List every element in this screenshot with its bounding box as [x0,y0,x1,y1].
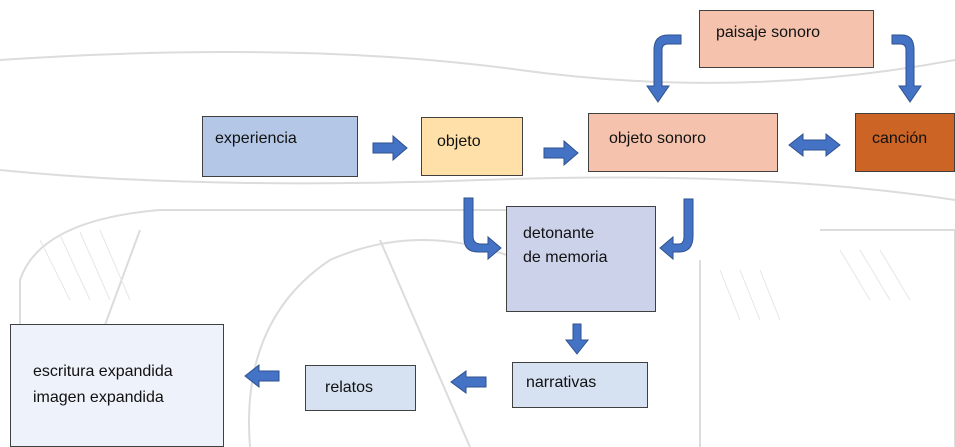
node-escritura-line-1: escritura expandida [33,363,173,380]
arrow-paisaje-to-objeto-sonoro [646,34,682,103]
node-objeto: objeto [421,117,523,176]
node-objeto-sonoro-label: objeto sonoro [609,130,706,147]
node-objeto-label: objeto [437,133,481,150]
node-cancion-label: canción [872,130,928,147]
node-escritura-line-2: imagen expandida [33,389,164,406]
arrow-narrativas-to-relatos [450,370,487,394]
node-paisaje-sonoro-label: paisaje sonoro [716,24,821,41]
arrow-objeto-to-detonante [463,197,502,261]
node-objeto-sonoro: objeto sonoro [588,113,778,172]
node-detonante-line-1: detonante [523,225,595,242]
arrow-paisaje-to-cancion [891,34,922,103]
arrow-objeto-sonoro-cancion-bidirectional [788,132,841,158]
node-paisaje-sonoro: paisaje sonoro [699,10,874,68]
arrow-experiencia-to-objeto [372,134,408,162]
node-experiencia: experiencia [202,116,358,177]
node-escritura-imagen-expandida: escritura expandida imagen expandida [10,324,224,447]
node-relatos: relatos [305,365,416,411]
node-experiencia-label: experiencia [215,130,297,147]
arrow-detonante-to-narrativas [564,323,590,355]
node-narrativas-label: narrativas [526,374,597,391]
node-detonante-line-2: de memoria [523,249,608,266]
arrow-relatos-to-escritura [244,363,280,389]
node-detonante-de-memoria: detonante de memoria [506,206,656,312]
node-relatos-label: relatos [325,379,374,396]
arrow-objeto-to-objeto-sonoro [543,139,579,167]
arrow-objeto-sonoro-to-detonante [659,198,694,261]
node-cancion: canción [855,113,955,172]
node-narrativas: narrativas [512,362,648,408]
